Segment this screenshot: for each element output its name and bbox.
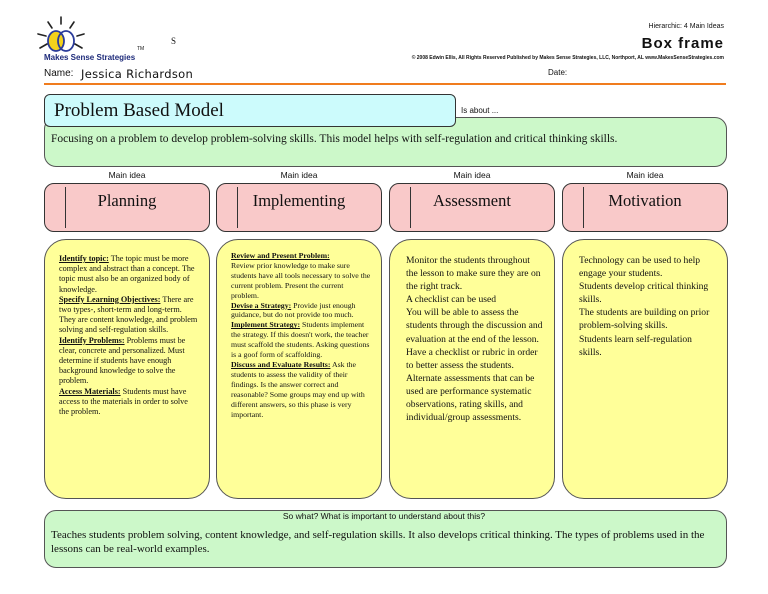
- name-field[interactable]: Jessica Richardson: [81, 67, 194, 81]
- detail-line: Students develop critical thinking skill…: [579, 281, 709, 306]
- trademark-mark: TM: [137, 46, 145, 52]
- main-idea-label: Main idea: [280, 170, 318, 180]
- detail-line: The students are building on prior probl…: [579, 307, 710, 332]
- main-idea-details-box[interactable]: Identify topic: The topic must be more c…: [44, 239, 210, 499]
- detail-heading: Implement Strategy:: [231, 320, 301, 330]
- copyright-notice: © 2008 Edwin Ellis, All Rights Reserved …: [411, 55, 724, 61]
- main-idea-title: Implementing: [252, 191, 346, 210]
- detail-text: Students must have access to the materia…: [59, 386, 188, 417]
- topic-title: Problem Based Model: [54, 100, 224, 121]
- detail-text: The topic must be more complex and abstr…: [59, 254, 195, 294]
- main-idea-details-box[interactable]: Review and Present Problem: Review prior…: [216, 239, 382, 499]
- main-idea-details-box[interactable]: Technology can be used to help engage yo…: [562, 239, 728, 499]
- detail-line: You will be able to assess the students …: [406, 307, 543, 345]
- so-what-text: Teaches students problem solving, conten…: [51, 529, 705, 555]
- detail-heading: Review and Present Problem:: [231, 251, 330, 260]
- date-label: Date:: [548, 68, 568, 77]
- hierarchic-label: Hierarchic: 4 Main Ideas: [648, 23, 724, 30]
- is-about-text: Focusing on a problem to develop problem…: [51, 133, 618, 145]
- detail-line: Alternate assessments that can be used a…: [406, 372, 535, 424]
- detail-text: Ask the students to assess the validity …: [231, 359, 365, 419]
- is-about-label: Is about ...: [461, 106, 499, 115]
- details-text: Monitor the students throughout the less…: [404, 254, 544, 424]
- main-idea-label: Main idea: [453, 170, 491, 180]
- main-idea-heading-box[interactable]: Implementing: [216, 183, 382, 232]
- makes-sense-logo: [34, 14, 98, 58]
- main-idea-heading-box[interactable]: Assessment: [389, 183, 555, 232]
- main-idea-column-implementing: Main idea Implementing Review and Presen…: [216, 170, 382, 499]
- main-idea-title: Planning: [97, 191, 157, 210]
- main-idea-heading-box[interactable]: Planning: [44, 183, 210, 232]
- detail-heading: Specify Learning Objectives:: [59, 294, 161, 304]
- so-what-label: So what? What is important to understand…: [282, 511, 486, 521]
- main-idea-column-assessment: Main idea Assessment Monitor the student…: [389, 170, 555, 499]
- details-text: Technology can be used to help engage yo…: [577, 254, 717, 359]
- main-idea-column-planning: Main idea Planning Identify topic: The t…: [44, 170, 210, 499]
- heading-divider: [583, 187, 584, 228]
- detail-text: There are two types-, short-term and lon…: [59, 294, 198, 335]
- topic-box[interactable]: Problem Based Model: [44, 94, 456, 127]
- main-idea-label: Main idea: [626, 170, 664, 180]
- detail-text: Provide just enough guidance, but do not…: [231, 300, 356, 320]
- main-idea-label: Main idea: [108, 170, 146, 180]
- detail-line: Monitor the students throughout the less…: [406, 255, 541, 293]
- heading-divider: [65, 187, 66, 228]
- heading-divider: [237, 187, 238, 228]
- main-idea-heading-box[interactable]: Motivation: [562, 183, 728, 232]
- so-what-box[interactable]: Teaches students problem solving, conten…: [44, 510, 727, 568]
- header-divider: [44, 83, 726, 85]
- details-text: Review and Present Problem: Review prior…: [231, 251, 371, 419]
- logo-text: Makes Sense Strategies: [44, 53, 136, 62]
- detail-line: Students learn self-regulation skills.: [579, 333, 692, 358]
- heading-divider: [410, 187, 411, 228]
- detail-line: A checklist can be used: [406, 294, 497, 306]
- detail-heading: Identify Problems:: [59, 335, 125, 345]
- detail-heading: Discuss and Evaluate Results:: [231, 359, 331, 369]
- detail-text: Problems must be clear, concrete and per…: [59, 335, 186, 386]
- frame-title: Box frame: [641, 35, 724, 52]
- detail-text: Students implement the strategy. If this…: [231, 320, 370, 360]
- detail-heading: Identify topic:: [59, 254, 109, 263]
- detail-text: Review prior knowledge to make sure stud…: [231, 260, 371, 300]
- details-text: Identify topic: The topic must be more c…: [59, 254, 199, 417]
- name-label: Name:: [44, 68, 74, 79]
- detail-heading: Devise a Strategy:: [231, 300, 292, 310]
- main-idea-details-box[interactable]: Monitor the students throughout the less…: [389, 239, 555, 499]
- detail-line: Technology can be used to help engage yo…: [579, 255, 701, 280]
- main-idea-column-motivation: Main idea Motivation Technology can be u…: [562, 170, 728, 499]
- detail-heading: Access Materials:: [59, 386, 121, 396]
- main-idea-title: Assessment: [433, 191, 511, 210]
- service-mark: S: [171, 36, 177, 46]
- detail-line: Have a checklist or rubric in order to b…: [406, 346, 538, 371]
- main-idea-title: Motivation: [608, 191, 682, 210]
